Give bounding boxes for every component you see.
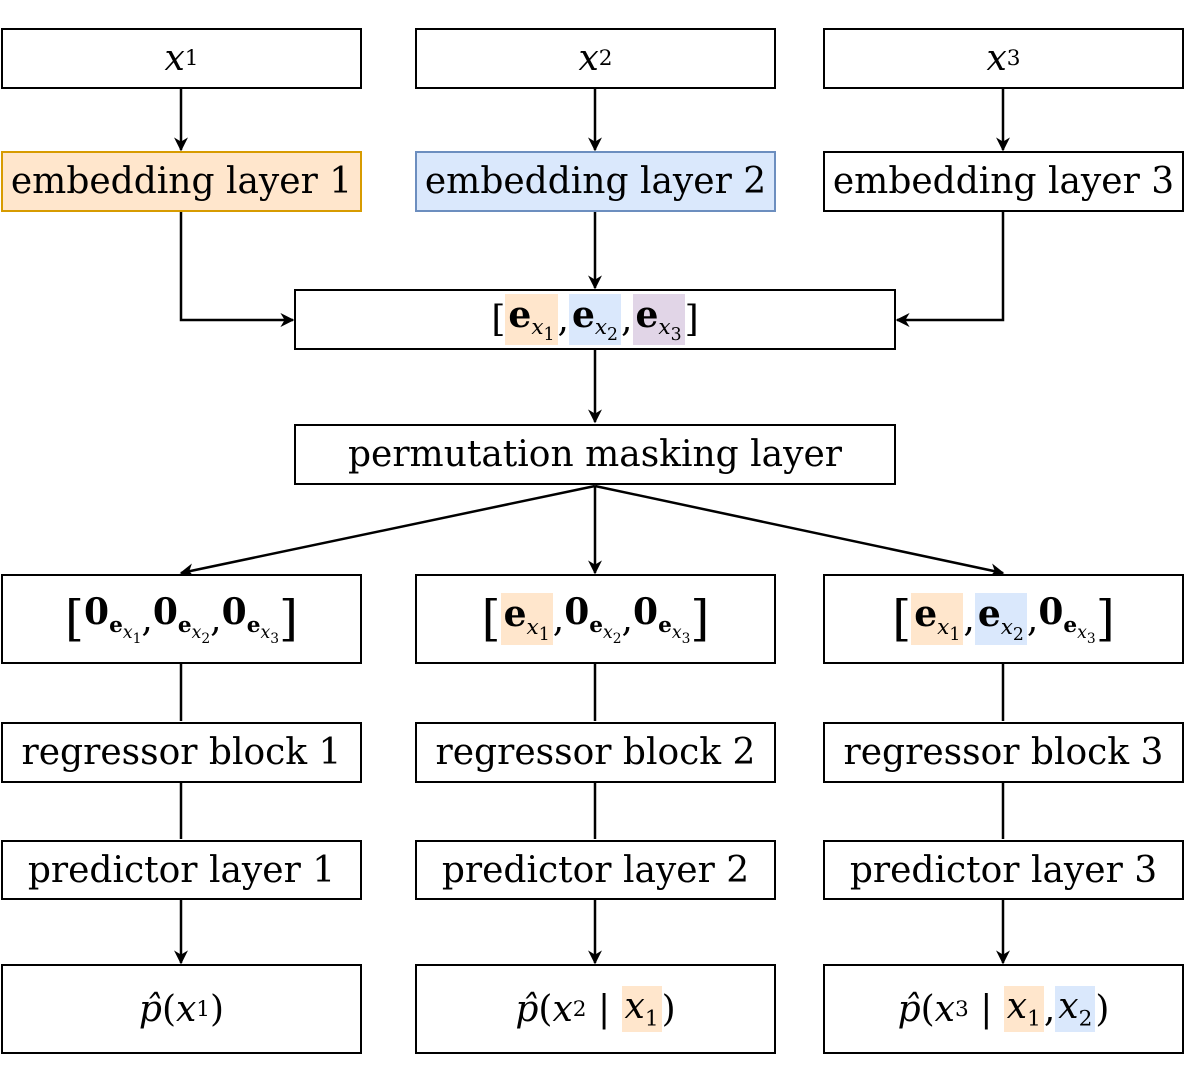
masked-3-close-bracket: ]	[1095, 590, 1115, 647]
masked-vector-1-node: [ 0ex1, 0ex2, 0ex3 ]	[1, 574, 362, 664]
masked-3-open-bracket: [	[892, 590, 912, 647]
output-2-x: x	[552, 988, 573, 1030]
masked-1-open-bracket: [	[65, 590, 84, 647]
output-3-x: x	[934, 988, 955, 1030]
masked-1-term-3: 0ex3	[221, 591, 279, 647]
output-3-condition-x1: x1	[1003, 986, 1044, 1032]
concat-e-x3: ex3	[632, 293, 685, 346]
masked-3-term-1: ex1	[911, 593, 964, 645]
masked-2-term-1: ex1	[500, 593, 553, 645]
embedding-layer-3-label: embedding layer 3	[832, 161, 1175, 202]
regressor-block-3-label: regressor block 3	[843, 732, 1164, 773]
masked-1-close-bracket: ]	[278, 590, 298, 647]
regressor-block-1-label: regressor block 1	[21, 732, 342, 773]
arrow-embedding-3-to-concat	[895, 212, 1005, 327]
regressor-block-3-node: regressor block 3	[823, 722, 1184, 783]
predictor-layer-1-label: predictor layer 1	[27, 849, 336, 891]
embedding-layer-1-node: embedding layer 1	[1, 151, 362, 212]
output-3-given-bar: |	[980, 988, 993, 1030]
output-3-p-hat: p̂	[897, 988, 921, 1030]
input-x2-sub: 2	[598, 46, 613, 71]
arrow-masking-to-masked-3	[594, 484, 1005, 578]
embedding-layer-2-label: embedding layer 2	[424, 161, 767, 202]
concat-e-x1: ex1	[505, 293, 558, 346]
regressor-block-2-node: regressor block 2	[415, 722, 776, 783]
masked-vector-3-node: [ ex1, ex2, 0ex3 ]	[823, 574, 1184, 664]
concat-open-bracket: [	[491, 299, 506, 340]
concat-close-bracket: ]	[684, 299, 699, 340]
masked-3-term-2: ex2	[974, 593, 1027, 645]
masked-vector-2-node: [ ex1, 0ex2, 0ex3 ]	[415, 574, 776, 664]
input-x3-var: x	[986, 38, 1007, 79]
input-x1-sub: 1	[184, 46, 199, 71]
masked-2-close-bracket: ]	[690, 590, 710, 647]
permutation-masking-layer-node: permutation masking layer	[294, 424, 896, 485]
output-2-p-hat: p̂	[515, 988, 539, 1030]
input-x3-sub: 3	[1006, 46, 1021, 71]
input-x2-var: x	[578, 38, 599, 79]
embedding-layer-3-node: embedding layer 3	[823, 151, 1184, 212]
output-1-x: x	[175, 988, 197, 1030]
predictor-layer-3-label: predictor layer 3	[849, 849, 1158, 891]
predictor-layer-2-label: predictor layer 2	[441, 849, 750, 891]
masked-2-term-2: 0ex2	[564, 591, 622, 647]
arrow-masking-to-masked-1	[179, 484, 596, 578]
input-x1-var: x	[164, 38, 185, 79]
embedding-layer-1-label: embedding layer 1	[10, 161, 353, 202]
concatenated-embeddings-node: [ ex1, ex2, ex3 ]	[294, 289, 896, 350]
concat-e-x2: ex2	[568, 293, 622, 346]
output-2-given-bar: |	[597, 988, 611, 1030]
predictor-layer-2-node: predictor layer 2	[415, 840, 776, 900]
masked-1-term-2: 0ex2	[152, 591, 211, 647]
masked-1-term-1: 0ex1	[84, 591, 142, 647]
masked-3-term-3: 0ex3	[1038, 591, 1096, 647]
masked-2-open-bracket: [	[481, 590, 501, 647]
output-1-p-hat: p̂	[138, 988, 162, 1030]
masked-2-term-3: 0ex3	[633, 591, 691, 647]
regressor-block-2-label: regressor block 2	[435, 732, 756, 773]
predictor-layer-3-node: predictor layer 3	[823, 840, 1184, 900]
permutation-masking-layer-label: permutation masking layer	[348, 434, 842, 475]
arrow-embedding-1-to-concat	[179, 212, 295, 327]
output-2-condition-x1: x1	[621, 986, 662, 1032]
output-3-condition-x2: x2	[1055, 986, 1096, 1032]
regressor-block-1-node: regressor block 1	[1, 722, 362, 783]
embedding-layer-2-node: embedding layer 2	[415, 151, 776, 212]
predictor-layer-1-node: predictor layer 1	[1, 840, 362, 900]
